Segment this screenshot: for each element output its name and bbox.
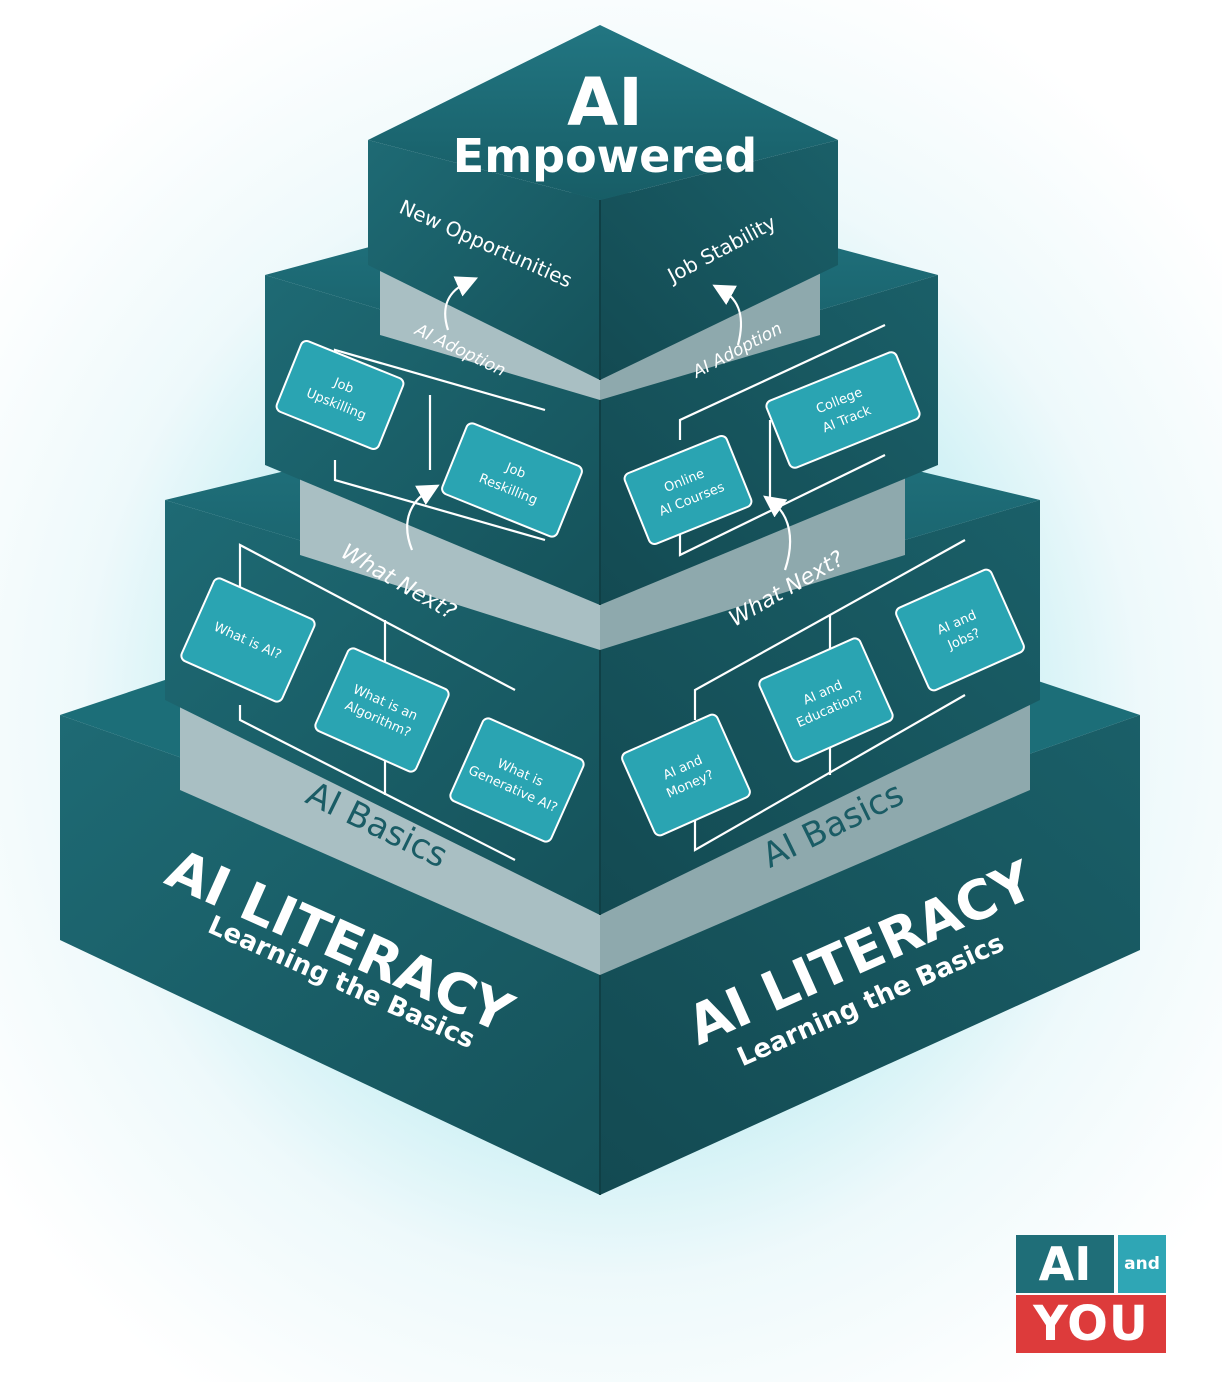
logo-ai-text: AI [1016,1235,1114,1293]
gray-band-1 [180,705,1030,975]
card-what-is-generative-ai: What is Generative AI? [449,717,585,843]
card-what-is-ai: What is AI? [180,577,316,703]
svg-text:Job: Job [503,460,528,482]
card-college-ai-track: College AI Track [765,351,921,469]
arrow-up-right-tier3 [763,495,792,571]
top-title-line2: Empowered [453,129,757,183]
gray-band-2 [300,470,905,650]
top-right-face [600,140,838,380]
logo-and-text: and [1118,1235,1166,1293]
top-title-line1: AI [567,64,643,141]
arrow-up-left-tier3 [406,484,440,551]
card-ai-and-jobs: AI and Jobs? [895,568,1025,692]
card-ai-and-money: AI and Money? [621,713,751,837]
base-left-face [60,715,600,1195]
svg-text:Job: Job [331,375,356,397]
logo-top-row: AI and [1016,1235,1166,1293]
card-online-ai-courses: Online AI Courses [623,434,753,546]
card-ai-and-education: AI and Education? [758,637,894,763]
base-right-face [600,715,1140,1195]
card-what-is-an-algorithm: What is an Algorithm? [314,647,450,773]
arrow-up-right-tier2 [712,284,743,346]
card-job-upskilling: Job Upskilling [275,339,405,451]
ai-and-you-logo: AI and YOU [1016,1235,1166,1353]
top-cube: AI Empowered New Opportunities Job Stabi… [368,25,838,380]
top-left-face [368,140,600,380]
logo-you-text: YOU [1016,1295,1166,1353]
arrow-up-left-tier2 [444,276,479,331]
card-job-reskilling: Job Reskilling [441,422,583,538]
